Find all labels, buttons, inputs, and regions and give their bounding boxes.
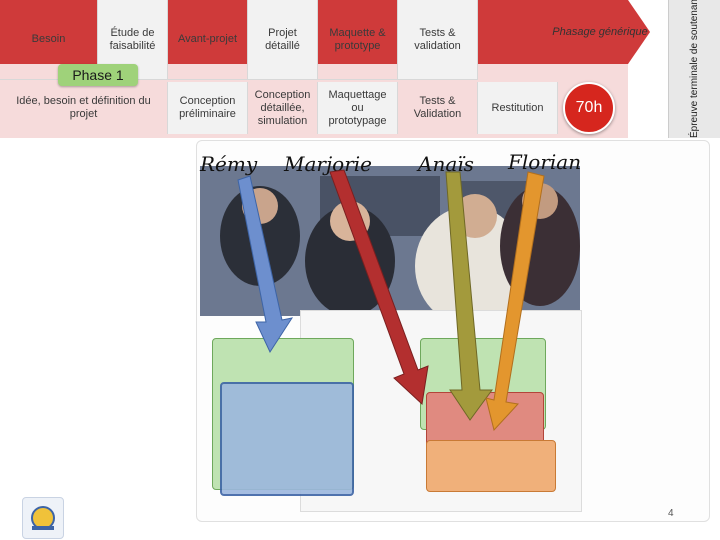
arrow-marjorie	[330, 170, 428, 404]
arrow-florian	[486, 172, 544, 430]
academy-logo	[22, 497, 64, 539]
logo-icon	[29, 504, 57, 532]
arrow-remy	[238, 176, 292, 352]
arrow-anais	[446, 172, 492, 420]
slide-number: 4	[668, 508, 674, 519]
